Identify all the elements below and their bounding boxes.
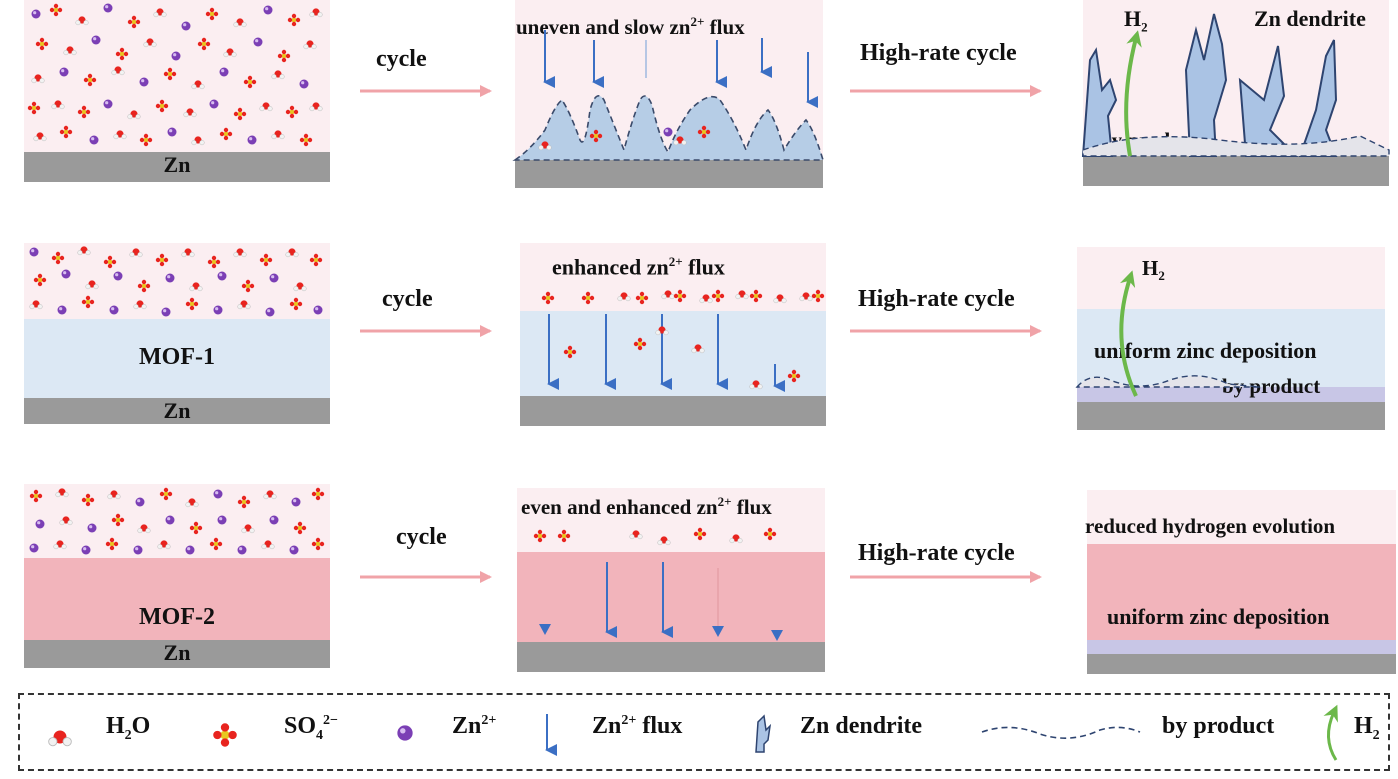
flux-title: even and enhanced zn2+ flux [521, 494, 772, 519]
high-rate-cycle-label: High-rate cycle [858, 286, 1015, 312]
h2-label: H2 [1124, 6, 1148, 35]
electrolyte-region [1083, 0, 1389, 156]
mof2-label: MOF-2 [139, 604, 215, 630]
zn-electrode [1087, 654, 1396, 674]
h2-label: H2 [1142, 256, 1165, 284]
mof2-layer [24, 558, 330, 640]
uniform-deposition-label: uniform zinc deposition [1094, 338, 1317, 363]
cycle-label: cycle [396, 524, 447, 550]
zn-electrode [520, 396, 826, 426]
byproduct-icon [981, 726, 1141, 739]
process-arrows [360, 85, 1042, 583]
row2-right-graphics [1075, 270, 1261, 397]
dendrite-icon [755, 714, 772, 753]
high-rate-cycle-label: High-rate cycle [858, 540, 1015, 566]
legend-dendrite: Zn dendrite [800, 713, 923, 739]
zn-label: Zn [163, 152, 191, 177]
zinc-deposition-layer [1087, 640, 1396, 654]
row1-left-particles [27, 3, 323, 147]
zn-electrode [24, 640, 330, 668]
legend-byproduct: by product [1162, 713, 1275, 739]
legend-icons [48, 704, 1338, 761]
legend-flux: Zn2+ flux [592, 713, 683, 739]
reduced-hydrogen-label: reduced hydrogen evolution [1085, 514, 1336, 538]
electrolyte-region [517, 488, 825, 552]
row2-left-particles [29, 246, 323, 317]
mof1-label: MOF-1 [139, 344, 215, 370]
row1-dendrites [1081, 13, 1390, 157]
electrolyte-region [1087, 490, 1396, 544]
electrolyte-region [24, 243, 330, 319]
h2-arrow-icon [1323, 704, 1338, 761]
row2-flux [541, 289, 825, 392]
mof1-layer [24, 319, 330, 398]
zinc-deposition-layer [1077, 387, 1385, 402]
legend-zn-ion: Zn2+ [452, 713, 497, 739]
zn-electrode [24, 398, 330, 424]
zn-electrode [517, 642, 825, 672]
mof2-layer [1087, 544, 1396, 640]
legend-h2: H2 [1354, 713, 1380, 743]
legend-so4: SO42− [284, 713, 338, 743]
high-rate-cycle-label: High-rate cycle [860, 40, 1017, 66]
zn-electrode [1077, 402, 1385, 430]
row3-left-particles [29, 487, 325, 555]
row3-flux [533, 527, 783, 641]
zn-electrode [515, 160, 823, 188]
legend: H2O SO42− Zn2+ Zn2+ flux Zn dendrite by … [18, 693, 1390, 771]
row1-uneven-deposits [512, 30, 825, 161]
zn-label: Zn [163, 398, 191, 423]
zn-electrode [24, 152, 330, 182]
zn-dendrite-label: Zn dendrite [1254, 6, 1366, 31]
flux-title: enhanced zn2+ flux [552, 254, 725, 280]
electrolyte-region [24, 484, 330, 558]
uniform-deposition-label: uniform zinc deposition [1107, 604, 1330, 629]
zn-electrode [1083, 156, 1389, 186]
zn-label: Zn [163, 640, 191, 665]
cycle-label: cycle [382, 286, 433, 312]
legend-h2o: H2O [106, 713, 151, 743]
cycle-label: cycle [376, 46, 427, 72]
